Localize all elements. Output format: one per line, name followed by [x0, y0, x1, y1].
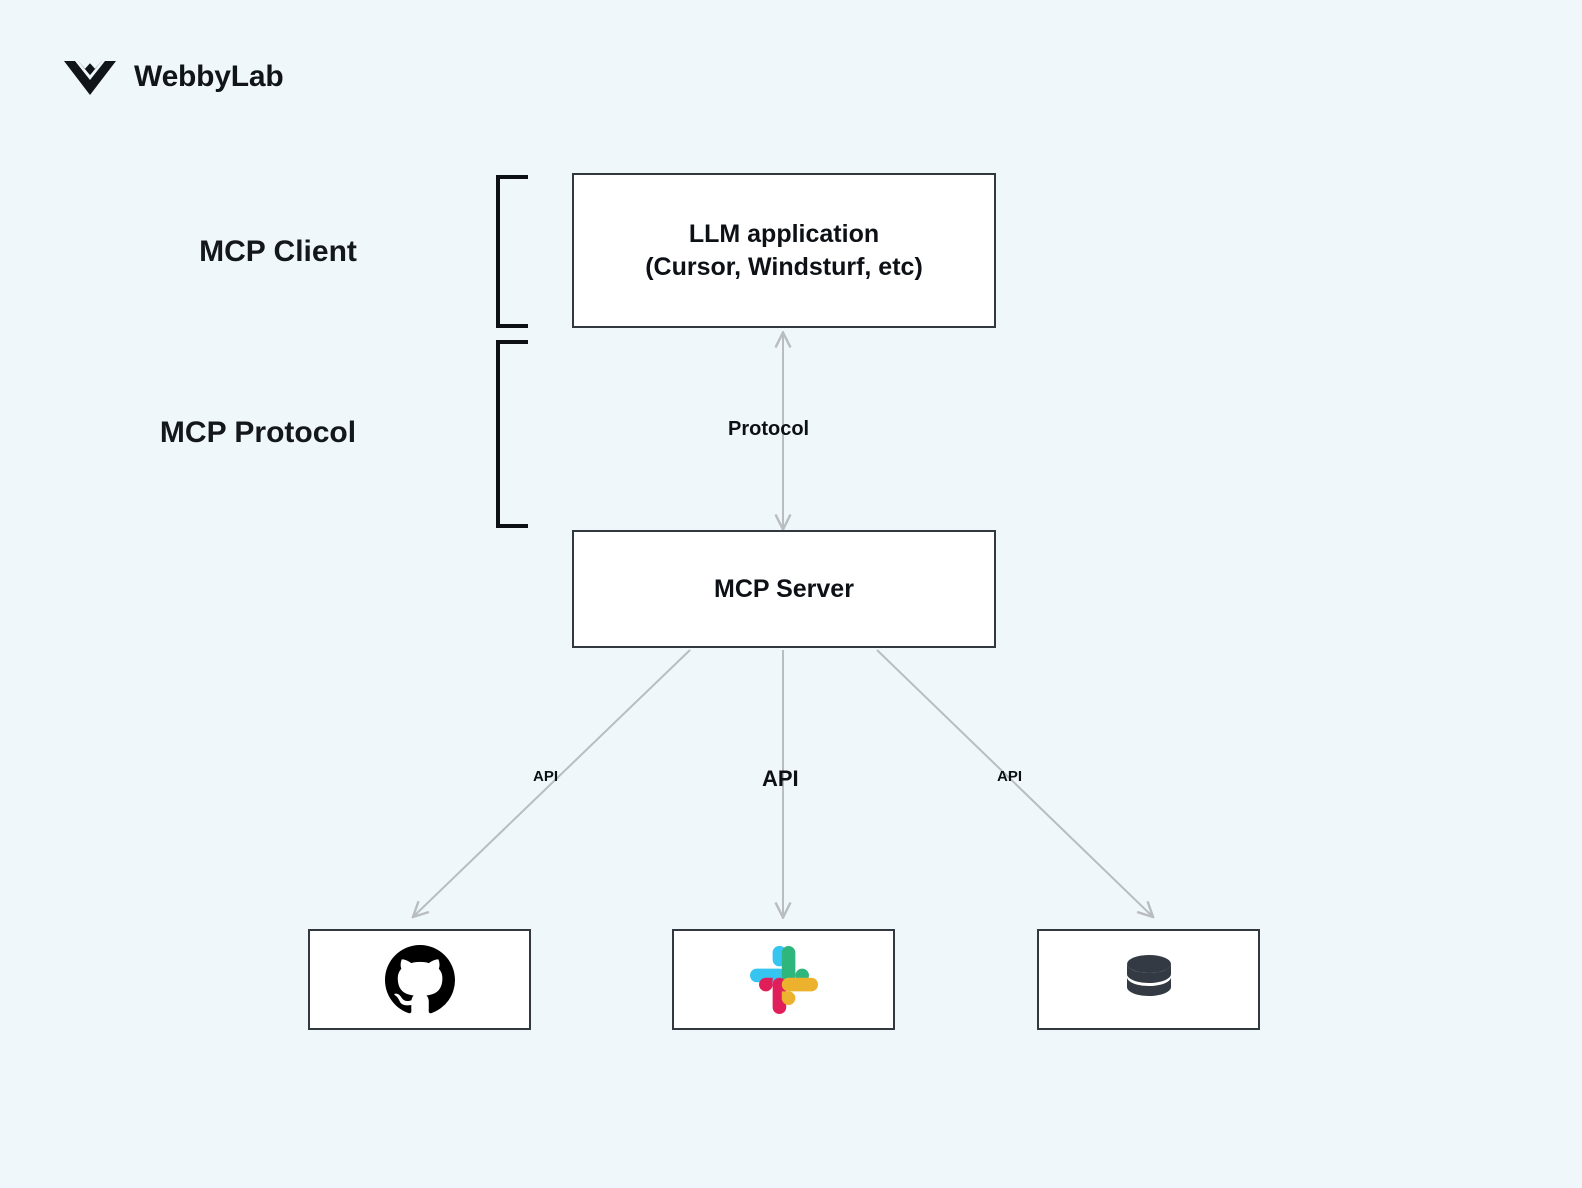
node-github[interactable] — [308, 929, 531, 1030]
section-label-mcp-protocol: MCP Protocol — [159, 416, 357, 449]
edge-label-api-slack: API — [762, 766, 799, 791]
edge-label-api-github: API — [533, 768, 559, 785]
webbylab-chevron-logo-icon — [64, 59, 116, 95]
node-slack[interactable] — [672, 929, 895, 1030]
node-llm-application[interactable]: LLM application (Cursor, Windsturf, etc) — [572, 173, 996, 328]
brand-name: WebbyLab — [134, 60, 284, 93]
slack-icon — [749, 945, 818, 1014]
section-label-mcp-client: MCP Client — [199, 235, 357, 268]
node-mcp-server[interactable]: MCP Server — [572, 530, 996, 648]
mcp-client-bracket — [496, 175, 528, 328]
api-arrow-github — [414, 649, 691, 916]
mcp-protocol-bracket — [496, 340, 528, 528]
api-arrow-database — [876, 649, 1152, 916]
node-llm-application-label: LLM application (Cursor, Windsturf, etc) — [645, 220, 923, 281]
node-database[interactable] — [1037, 929, 1260, 1030]
edge-label-protocol: Protocol — [728, 418, 810, 440]
node-mcp-server-label: MCP Server — [714, 574, 854, 603]
database-cylinder-icon — [1126, 954, 1171, 996]
brand-logo: WebbyLab — [62, 55, 284, 99]
edge-label-api-database: API — [997, 768, 1023, 785]
github-octocat-icon — [384, 944, 455, 1013]
